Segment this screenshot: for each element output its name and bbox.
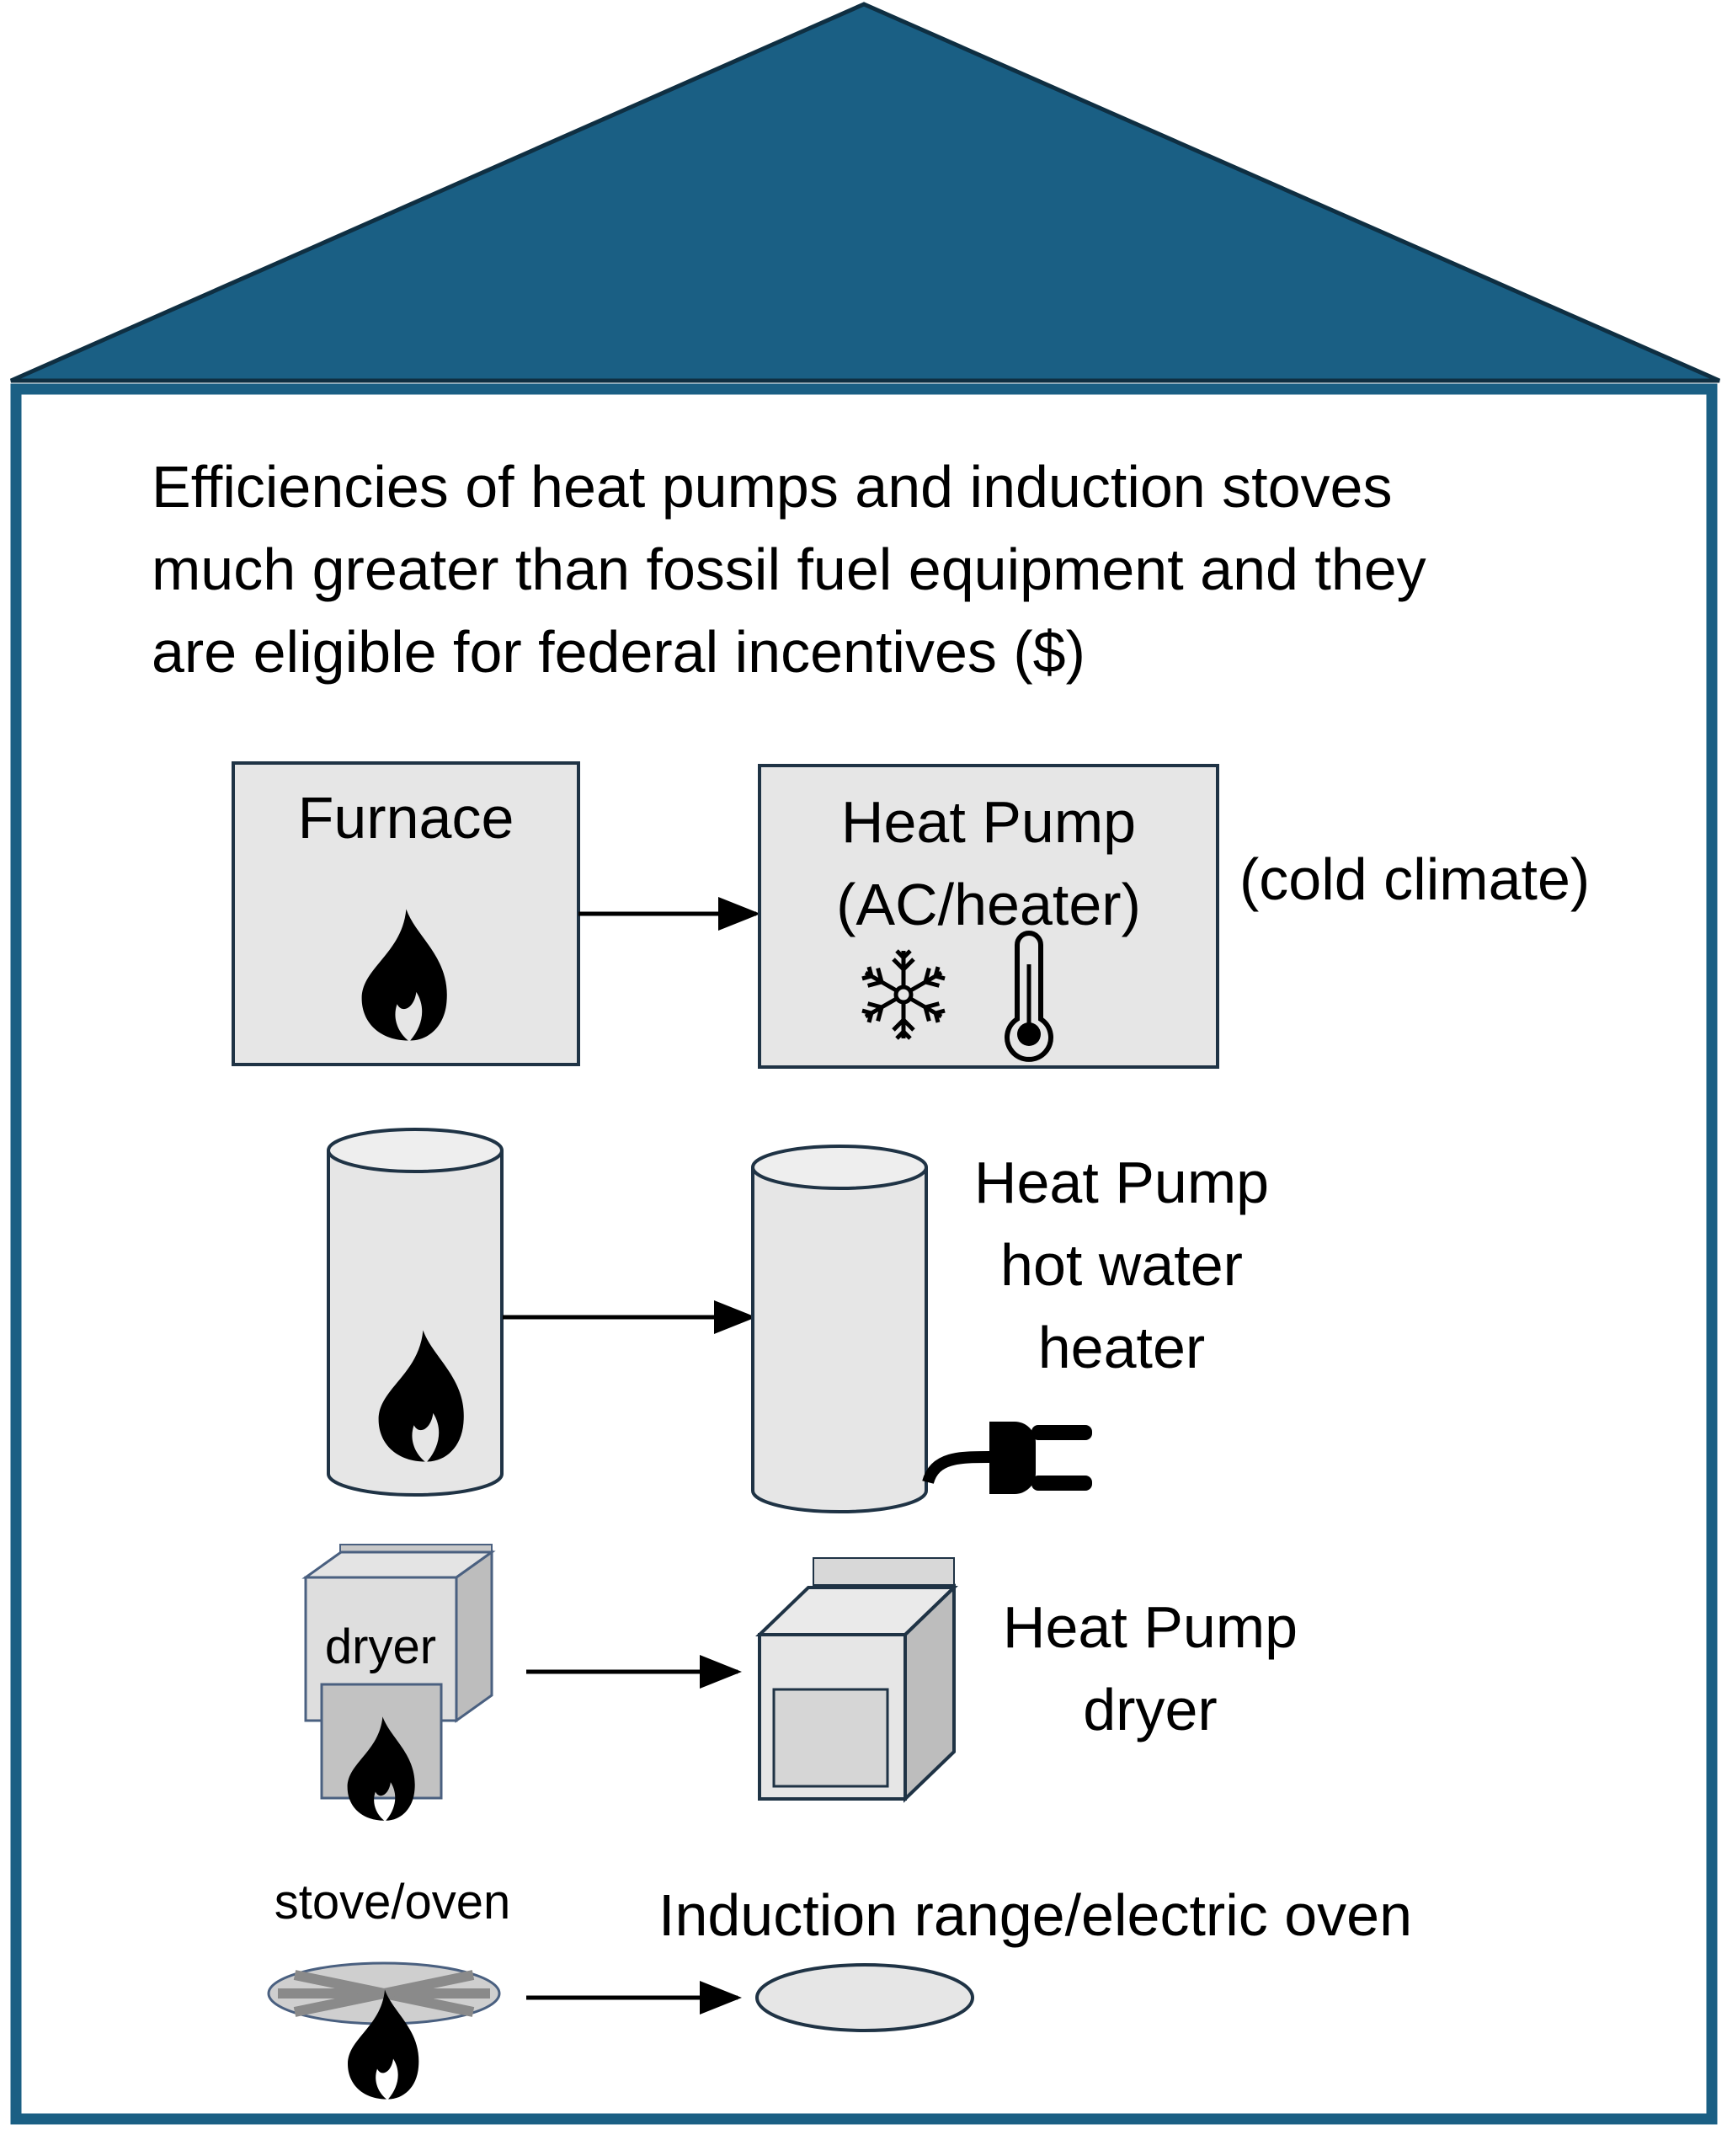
hp-dryer-label-1: Heat Pump: [1003, 1594, 1298, 1660]
heat-pump-label-1: Heat Pump: [841, 789, 1136, 855]
thermometer-icon: [1005, 931, 1053, 1062]
heat-pump-dryer: [755, 1557, 958, 1803]
gas-burner: [267, 1961, 501, 2100]
dryer-label: dryer: [325, 1620, 436, 1674]
heat-pump-water-heater: [751, 1145, 928, 1513]
hp-water-heater-label-2: hot water: [1000, 1232, 1243, 1298]
plug-icon: [922, 1422, 1092, 1494]
heat-pump-box: Heat Pump (AC/heater): [758, 764, 1219, 1069]
cold-climate-note: (cold climate): [1239, 846, 1590, 912]
furnace-label: Furnace: [298, 785, 514, 851]
hp-water-heater-label-3: heater: [1038, 1315, 1205, 1380]
heat-pump-label-2: (AC/heater): [836, 872, 1141, 937]
title-line-3: are eligible for federal incentives ($): [152, 619, 1085, 685]
title-line-2: much greater than fossil fuel equipment …: [152, 536, 1426, 602]
snowflake-icon: [861, 949, 946, 1038]
hp-dryer-label-2: dryer: [1083, 1677, 1217, 1742]
title-line-1: Efficiencies of heat pumps and induction…: [152, 454, 1393, 520]
induction-cooktop: [755, 1963, 974, 2032]
stove-oven-label: stove/oven: [275, 1875, 511, 1929]
furnace-box: Furnace: [232, 761, 580, 1066]
house-roof: [9, 2, 1721, 383]
gas-water-heater: [327, 1128, 504, 1497]
gas-dryer: dryer: [301, 1544, 496, 1821]
hp-water-heater-label-1: Heat Pump: [974, 1150, 1269, 1215]
induction-label: Induction range/electric oven: [658, 1882, 1412, 1948]
